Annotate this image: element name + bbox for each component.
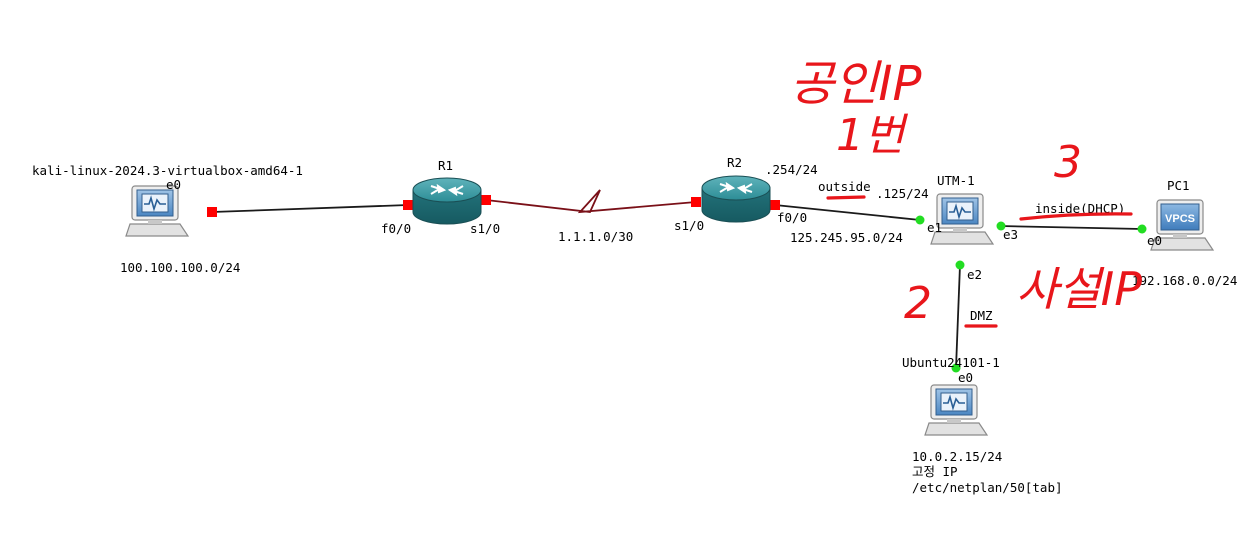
port-r2-f00 [770, 200, 780, 210]
router-arrows-icon [430, 183, 464, 197]
r1-s10-label: s1/0 [470, 221, 500, 236]
outside-subnet-label: 125.245.95.0/24 [790, 230, 903, 245]
port-utm-e3 [996, 221, 1006, 231]
link-r2-utm[interactable] [774, 204, 921, 221]
router-arrows-icon [719, 181, 753, 195]
ubuntu-ip-label: 10.0.2.15/24 [912, 449, 1002, 464]
kali-host[interactable] [125, 185, 190, 237]
ubuntu-e0-label: e0 [958, 370, 973, 385]
port-utm-e2 [955, 260, 965, 270]
router-r2[interactable] [701, 175, 771, 223]
keyboard-icon [1150, 237, 1215, 251]
pc1-name-label: PC1 [1167, 178, 1190, 193]
ubuntu-note2-label: /etc/netplan/50[tab] [912, 480, 1063, 495]
r2-name-label: R2 [727, 155, 742, 170]
ubuntu-note1-label: 고정 IP [912, 464, 958, 479]
port-r2-s10 [691, 197, 701, 207]
utm-name-label: UTM-1 [937, 173, 975, 188]
port-pc1-e0 [1137, 224, 1147, 234]
port-kali-e0 [207, 207, 217, 217]
port-r1-f00 [403, 200, 413, 210]
dmz-label: DMZ [970, 308, 993, 323]
utm-e1-label: e1 [927, 220, 942, 235]
annotation-public-ip: 공인IP [790, 56, 921, 112]
pc1-e0-label: e0 [1147, 233, 1162, 248]
kali-name-label: kali-linux-2024.3-virtualbox-amd64-1 [32, 163, 303, 178]
ubuntu-host[interactable] [924, 384, 989, 436]
utm-e2-label: e2 [967, 267, 982, 282]
kali-e0-label: e0 [166, 177, 181, 192]
inside-label: inside(DHCP) [1035, 201, 1125, 216]
vpcs-badge: VPCS [1165, 213, 1195, 225]
ubuntu-name-label: Ubuntu24101-1 [902, 355, 1000, 370]
r2-f00-label: f0/0 [777, 210, 807, 225]
handwritten-annotations [826, 195, 1133, 328]
link-utm-pc1[interactable] [999, 225, 1143, 230]
annotation-three: 3 [1054, 137, 1082, 188]
link-kali-r1[interactable] [211, 204, 409, 213]
pc1-host[interactable]: VPCS [1150, 199, 1215, 251]
keyboard-icon [930, 231, 995, 245]
port-utm-e1 [915, 215, 925, 225]
r1-name-label: R1 [438, 158, 453, 173]
link-r1-r2-serial[interactable] [485, 189, 697, 214]
link-utm-ubuntu[interactable] [955, 264, 961, 369]
annotation-one: 1번 [836, 110, 909, 161]
utm-e3-label: e3 [1003, 227, 1018, 242]
r1-f00-label: f0/0 [381, 221, 411, 236]
utm-outside-ip-label: .125/24 [876, 186, 929, 201]
port-r1-s10 [481, 195, 491, 205]
r2-s10-label: s1/0 [674, 218, 704, 233]
keyboard-icon [924, 422, 989, 436]
port-ubuntu-e0 [951, 363, 961, 373]
kali-subnet-label: 100.100.100.0/24 [120, 260, 240, 275]
keyboard-icon [125, 223, 190, 237]
serial-subnet-label: 1.1.1.0/30 [558, 229, 633, 244]
router-r1[interactable] [412, 177, 482, 225]
pc1-subnet-label: 192.168.0.0/24 [1132, 273, 1237, 288]
annotation-private-ip: 사설IP [1016, 262, 1142, 316]
annotation-two: 2 [904, 278, 932, 329]
outside-label: outside [818, 179, 871, 194]
r2-ip-label: .254/24 [765, 162, 818, 177]
utm-host[interactable] [930, 193, 995, 245]
